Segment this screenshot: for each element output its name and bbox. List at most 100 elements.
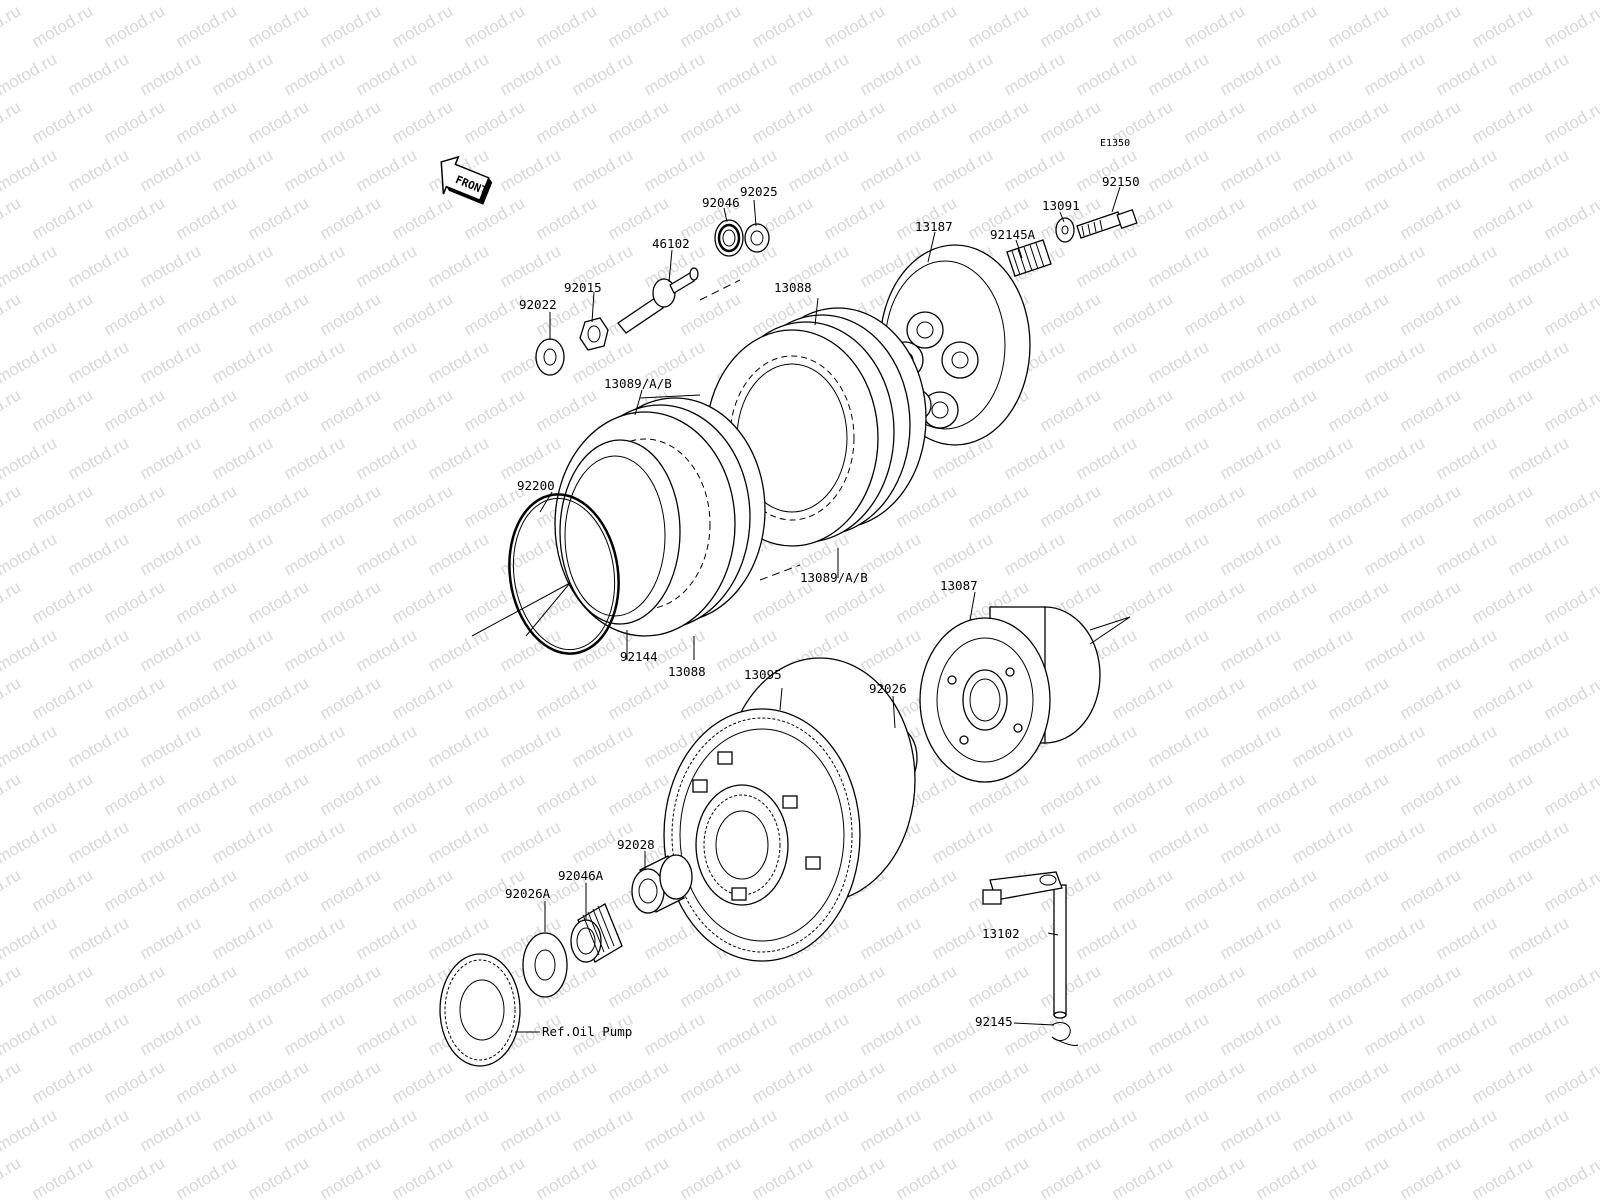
watermark-text: motod.ru — [929, 1105, 997, 1155]
watermark-text: motod.ru — [245, 97, 313, 147]
watermark-text: motod.ru — [461, 577, 529, 627]
watermark-text: motod.ru — [461, 289, 529, 339]
diagram-code: E1350 — [1100, 138, 1130, 149]
clutch-hub-13087 — [919, 606, 1101, 783]
watermark-text: motod.ru — [425, 529, 493, 579]
watermark-text: motod.ru — [1253, 961, 1321, 1011]
watermark-text: motod.ru — [677, 1057, 745, 1107]
watermark-text: motod.ru — [461, 1153, 529, 1200]
label-13089-bottom: 13089/A/B — [800, 570, 868, 585]
watermark-text: motod.ru — [0, 721, 60, 771]
watermark-text: motod.ru — [1145, 49, 1213, 99]
watermark-text: motod.ru — [425, 0, 493, 3]
watermark-text: motod.ru — [29, 1153, 97, 1200]
watermark-text: motod.ru — [0, 145, 60, 195]
watermark-text: motod.ru — [1181, 481, 1249, 531]
watermark-text: motod.ru — [29, 865, 97, 915]
watermark-text: motod.ru — [0, 97, 24, 147]
watermark-text: motod.ru — [29, 481, 97, 531]
watermark-text: motod.ru — [569, 0, 637, 3]
watermark-text: motod.ru — [173, 1, 241, 51]
watermark-text: motod.ru — [1289, 337, 1357, 387]
watermark-text: motod.ru — [461, 385, 529, 435]
watermark-text: motod.ru — [0, 289, 24, 339]
watermark-text: motod.ru — [1541, 1, 1600, 51]
label-92145: 92145 — [975, 1014, 1013, 1029]
watermark-text: motod.ru — [173, 289, 241, 339]
label-13089-top: 13089/A/B — [604, 376, 672, 391]
watermark-text: motod.ru — [1145, 529, 1213, 579]
watermark-text: motod.ru — [209, 1105, 277, 1155]
watermark-text: motod.ru — [281, 1009, 349, 1059]
watermark-text: motod.ru — [1397, 1057, 1465, 1107]
watermark-text: motod.ru — [641, 1105, 709, 1155]
watermark-text: motod.ru — [929, 49, 997, 99]
watermark-text: motod.ru — [137, 817, 205, 867]
watermark-text: motod.ru — [65, 337, 133, 387]
watermark-text: motod.ru — [713, 49, 781, 99]
watermark-text: motod.ru — [821, 961, 889, 1011]
watermark-text: motod.ru — [1505, 1105, 1573, 1155]
watermark-text: motod.ru — [317, 97, 385, 147]
watermark-text: motod.ru — [1181, 385, 1249, 435]
watermark-text: motod.ru — [1181, 1057, 1249, 1107]
watermark-text: motod.ru — [0, 1, 24, 51]
watermark-text: motod.ru — [1037, 1057, 1105, 1107]
label-92025: 92025 — [740, 184, 778, 199]
watermark-text: motod.ru — [281, 49, 349, 99]
watermark-text: motod.ru — [0, 241, 60, 291]
watermark-text: motod.ru — [1181, 865, 1249, 915]
watermark-text: motod.ru — [0, 0, 60, 3]
watermark-text: motod.ru — [1505, 241, 1573, 291]
watermark-text: motod.ru — [713, 1105, 781, 1155]
watermark-text: motod.ru — [0, 1057, 24, 1107]
watermark-text: motod.ru — [677, 1, 745, 51]
watermark-text: motod.ru — [281, 913, 349, 963]
watermark-text: motod.ru — [1397, 961, 1465, 1011]
watermark-text: motod.ru — [1469, 1057, 1537, 1107]
label-92200: 92200 — [517, 478, 555, 493]
watermark-text: motod.ru — [1253, 1, 1321, 51]
watermark-text: motod.ru — [353, 1009, 421, 1059]
watermark-text: motod.ru — [497, 721, 565, 771]
watermark-text: motod.ru — [245, 289, 313, 339]
washer-92025 — [744, 223, 770, 253]
watermark-text: motod.ru — [1361, 49, 1429, 99]
watermark-text: motod.ru — [173, 577, 241, 627]
watermark-text: motod.ru — [317, 193, 385, 243]
watermark-text: motod.ru — [1433, 433, 1501, 483]
watermark-text: motod.ru — [965, 481, 1033, 531]
watermark-text: motod.ru — [1397, 1, 1465, 51]
watermark-text: motod.ru — [1073, 913, 1141, 963]
watermark-text: motod.ru — [137, 625, 205, 675]
watermark-text: motod.ru — [1001, 817, 1069, 867]
watermark-text: motod.ru — [785, 0, 853, 3]
watermark-text: motod.ru — [1325, 1153, 1393, 1200]
watermark-text: motod.ru — [1325, 1057, 1393, 1107]
watermark-text: motod.ru — [245, 1057, 313, 1107]
watermark-text: motod.ru — [1217, 337, 1285, 387]
washer-92022 — [535, 338, 565, 376]
watermark-text: motod.ru — [65, 625, 133, 675]
watermark-text: motod.ru — [317, 1057, 385, 1107]
watermark-text: motod.ru — [929, 529, 997, 579]
watermark-text: motod.ru — [0, 1153, 24, 1200]
watermark-text: motod.ru — [1073, 1105, 1141, 1155]
watermark-text: motod.ru — [317, 865, 385, 915]
watermark-text: motod.ru — [1505, 433, 1573, 483]
watermark-text: motod.ru — [1541, 577, 1600, 627]
watermark-text: motod.ru — [353, 145, 421, 195]
watermark-text: motod.ru — [0, 1105, 60, 1155]
label-92026: 92026 — [869, 681, 907, 696]
watermark-text: motod.ru — [713, 0, 781, 3]
watermark-text: motod.ru — [1217, 625, 1285, 675]
watermark-text: motod.ru — [1109, 769, 1177, 819]
watermark-text: motod.ru — [245, 481, 313, 531]
watermark-text: motod.ru — [389, 481, 457, 531]
watermark-text: motod.ru — [0, 481, 24, 531]
watermark-text: motod.ru — [317, 577, 385, 627]
label-13087: 13087 — [940, 578, 978, 593]
watermark-text: motod.ru — [1253, 385, 1321, 435]
watermark-text: motod.ru — [389, 385, 457, 435]
watermark-text: motod.ru — [389, 769, 457, 819]
